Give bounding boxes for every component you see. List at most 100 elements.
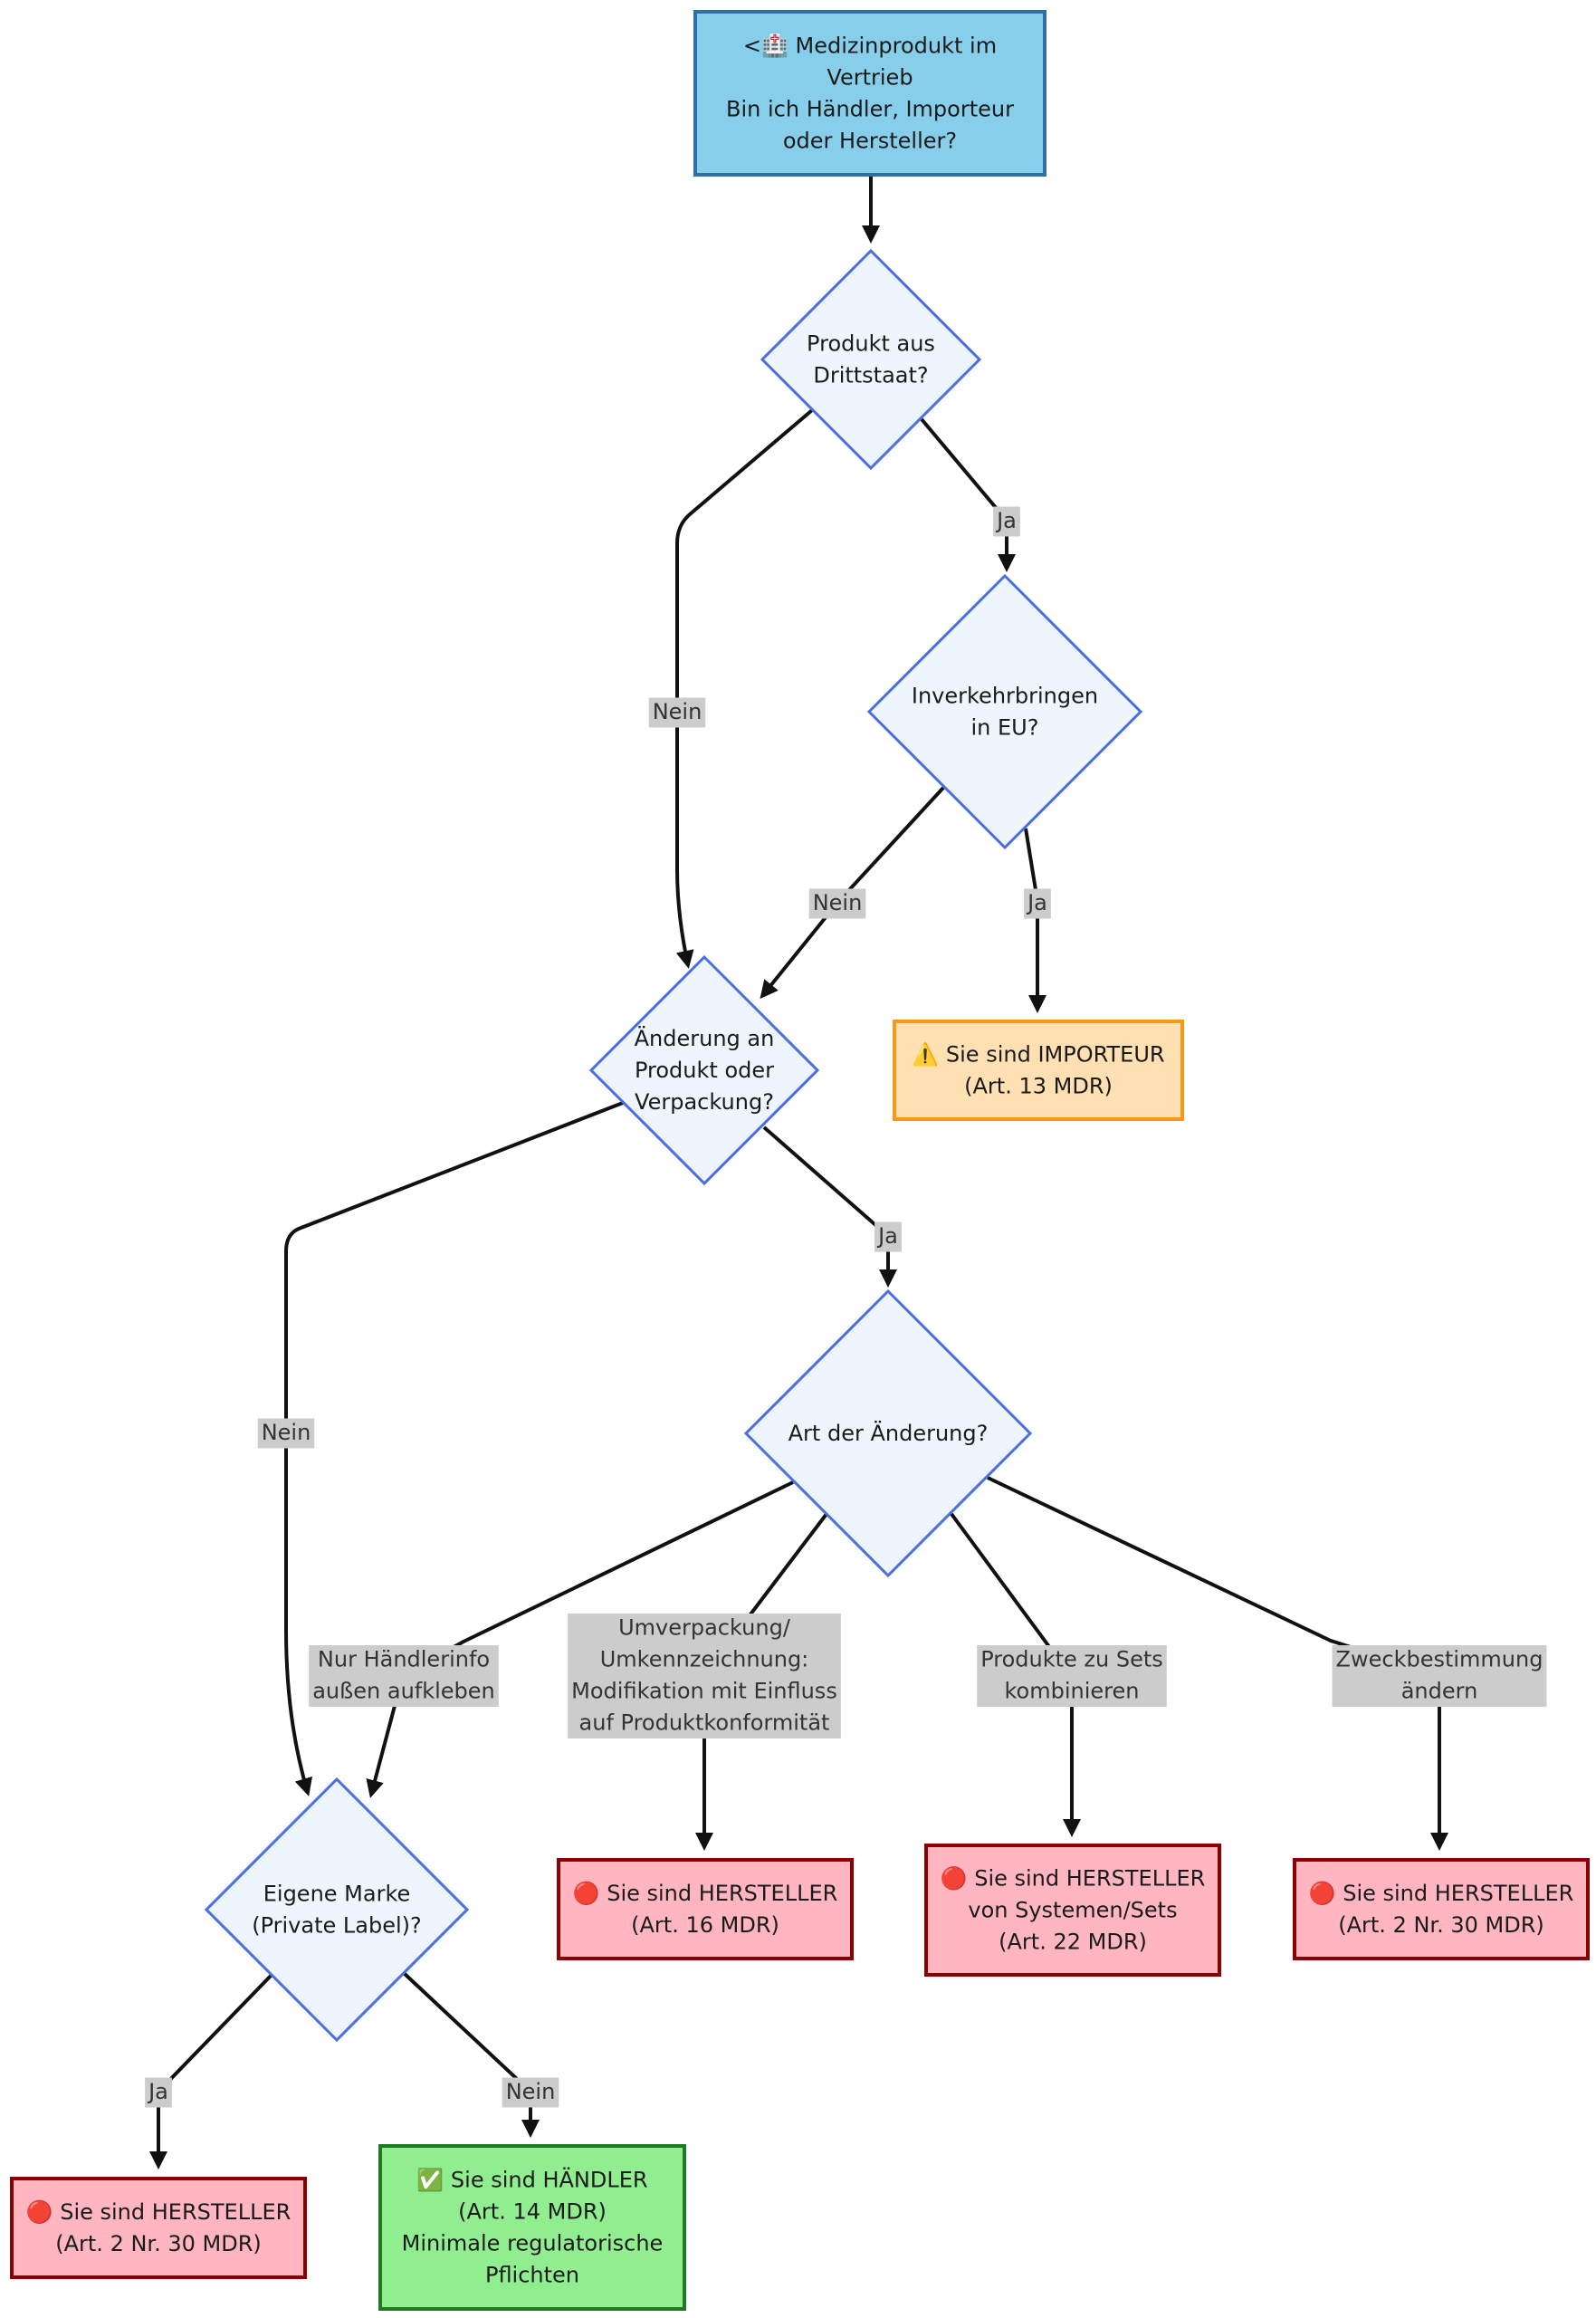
node-text: (Art. 2 Nr. 30 MDR) — [55, 2231, 261, 2256]
edge-label-background — [257, 1418, 315, 1449]
decision-diamond — [760, 248, 982, 471]
edge-label-text: außen aufkleben — [312, 1679, 495, 1704]
edge-label-art-h16: Umverpackung/Umkennzeichnung: Modifikatio… — [568, 1614, 841, 1738]
edge-label-text: Modifikation mit Einfluss — [571, 1679, 837, 1704]
edge-label-text: Zweckbestimmung — [1336, 1647, 1543, 1672]
edge-label-aenderung-marke: Nein — [257, 1418, 315, 1449]
node-text: Verpackung? — [635, 1089, 774, 1115]
edge-label-art-marke: Nur Händlerinfo außen aufkleben — [309, 1645, 499, 1707]
node-r-importeur: ⚠️ Sie sind IMPORTEUR (Art. 13 MDR) — [893, 1020, 1184, 1121]
edge-label-background — [502, 2077, 559, 2108]
edge-marke-h230 — [149, 1971, 275, 2170]
edge-label-inverkehr-importeur: Ja — [1024, 888, 1051, 919]
edge-label-text: Ja — [876, 1223, 898, 1249]
node-text: Produkt oder — [635, 1058, 774, 1083]
edge-label-background — [309, 1645, 499, 1707]
edge-label-text: Nein — [262, 1420, 311, 1445]
edge-label-drittstaat-aenderung: Nein — [648, 697, 706, 728]
decision-diamond — [204, 1777, 470, 2043]
node-text: oder Hersteller? — [783, 129, 957, 154]
node-text: (Art. 22 MDR) — [999, 1930, 1147, 1955]
node-text: 🔴 Sie sind HERSTELLER — [941, 1866, 1206, 1892]
edge-label-drittstaat-inverkehr: Ja — [993, 506, 1020, 537]
edge-label-text: Ja — [995, 508, 1017, 533]
node-text: Minimale regulatorische — [402, 2231, 664, 2256]
edge-label-background — [1024, 888, 1051, 919]
node-text: (Art. 14 MDR) — [458, 2199, 607, 2225]
node-box — [10, 2177, 307, 2279]
node-text: Eigene Marke — [263, 1882, 411, 1907]
edge-label-background — [1332, 1645, 1547, 1707]
node-r-hersteller230a: 🔴 Sie sind HERSTELLER (Art. 2 Nr. 30 MDR) — [1293, 1858, 1590, 1960]
node-text: <🏥 Medizinprodukt im — [743, 34, 997, 59]
node-q-marke: Eigene Marke (Private Label)? — [204, 1777, 470, 2043]
node-text: Änderung an — [635, 1025, 775, 1051]
edge-label-background — [145, 2077, 172, 2108]
edge-label-text: Nur Händlerinfo — [318, 1647, 490, 1672]
node-text: Pflichten — [485, 2263, 579, 2288]
edge-label-background — [993, 506, 1020, 537]
node-r-hersteller230b: 🔴 Sie sind HERSTELLER (Art. 2 Nr. 30 MDR) — [10, 2177, 307, 2279]
node-text: (Private Label)? — [252, 1913, 422, 1939]
edge-label-text: Nein — [506, 2079, 556, 2104]
node-text: (Art. 2 Nr. 30 MDR) — [1338, 1912, 1543, 1938]
edge-label-text: auf Produktkonformität — [579, 1710, 830, 1736]
node-text: Bin ich Händler, Importeur — [726, 97, 1014, 122]
edge-label-background — [977, 1645, 1167, 1707]
node-text: in EU? — [971, 715, 1039, 741]
node-text: Produkt aus — [807, 331, 935, 357]
edge-label-art-h22: Produkte zu Sets kombinieren — [977, 1645, 1167, 1707]
node-text: (Art. 13 MDR) — [964, 1074, 1113, 1099]
edge-aenderung-art — [762, 1125, 897, 1288]
node-box — [893, 1020, 1184, 1121]
edge-label-text: Umkennzeichnung: — [600, 1647, 809, 1672]
edge-label-text: Ja — [147, 2079, 168, 2104]
edge-label-text: Ja — [1026, 890, 1047, 915]
decision-diamond — [866, 573, 1143, 850]
edge-label-background — [874, 1221, 902, 1252]
node-text: 🔴 Sie sind HERSTELLER — [26, 2199, 291, 2225]
edge-label-marke-h230: Ja — [145, 2077, 172, 2108]
edge-label-aenderung-art: Ja — [874, 1221, 902, 1252]
node-text: von Systemen/Sets — [968, 1898, 1177, 1923]
node-q-art: Art der Änderung? — [743, 1288, 1033, 1578]
edge-label-text: Produkte zu Sets — [980, 1647, 1163, 1672]
edge-label-background — [648, 697, 706, 728]
node-text: ✅ Sie sind HÄNDLER — [416, 2167, 647, 2193]
node-text: Art der Änderung? — [788, 1420, 989, 1446]
edge-label-text: Umverpackung/ — [618, 1615, 791, 1641]
edge-label-inverkehr-aenderung: Nein — [808, 888, 866, 919]
node-text: 🔴 Sie sind HERSTELLER — [573, 1881, 838, 1906]
decision-diamond — [588, 954, 820, 1186]
node-box — [1293, 1858, 1590, 1960]
edge-label-background — [808, 888, 866, 919]
node-box — [557, 1858, 854, 1960]
node-r-hersteller16: 🔴 Sie sind HERSTELLER (Art. 16 MDR) — [557, 1858, 854, 1960]
node-text: (Art. 16 MDR) — [631, 1912, 779, 1938]
node-text: 🔴 Sie sind HERSTELLER — [1309, 1881, 1574, 1906]
edge-drittstaat-inverkehr — [920, 417, 1016, 572]
edge-marke-haendler — [402, 1971, 540, 2138]
edge-label-text: Nein — [813, 890, 863, 915]
node-box — [693, 10, 1046, 177]
edge-label-background — [568, 1614, 841, 1738]
node-text: Inverkehrbringen — [912, 684, 1098, 709]
edge-label-marke-haendler: Nein — [502, 2077, 559, 2108]
node-q-inverkehr: Inverkehrbringen in EU? — [866, 573, 1143, 850]
decision-diamond — [743, 1288, 1033, 1578]
node-text: ⚠️ Sie sind IMPORTEUR — [912, 1042, 1164, 1068]
edge-label-text: Nein — [653, 699, 702, 724]
node-text: Vertrieb — [827, 65, 913, 91]
edge-aenderung-marke — [284, 1101, 624, 1796]
edge-inverkehr-importeur — [1024, 828, 1046, 1013]
edge-drittstaat-aenderung — [675, 408, 814, 969]
node-box — [378, 2144, 686, 2311]
node-box — [924, 1844, 1221, 1977]
edge-label-text: kombinieren — [1005, 1679, 1140, 1704]
node-text: Drittstaat? — [813, 363, 928, 388]
node-r-haendler: ✅ Sie sind HÄNDLER (Art. 14 MDR) Minimale … — [378, 2144, 686, 2311]
